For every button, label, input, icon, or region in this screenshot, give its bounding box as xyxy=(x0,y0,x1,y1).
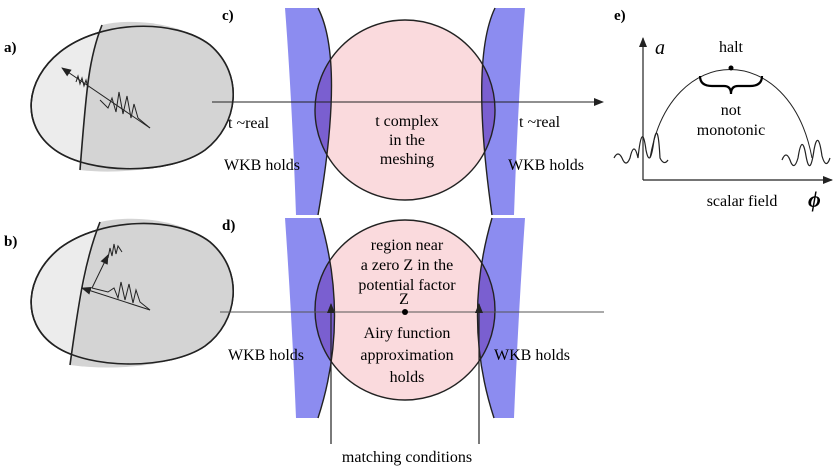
t-real-left-text: t ~real xyxy=(228,115,270,132)
wave-packet-reflected-a xyxy=(75,74,89,89)
panel-d-label: d) xyxy=(222,218,235,234)
t-complex-line-1: t complex xyxy=(375,113,439,130)
t-complex-line-2: in the xyxy=(389,132,425,149)
x-axis-label-phi: ϕ xyxy=(808,187,821,212)
zero-point-z xyxy=(402,309,408,315)
wkb-holds-right-c: WKB holds xyxy=(508,157,584,174)
y-axis-label-a: a xyxy=(655,37,665,59)
wkb-boundary-left-c xyxy=(317,7,333,216)
panel-b-label: b) xyxy=(4,234,17,250)
boundary-curve-b xyxy=(69,221,101,366)
arrow-reflected-b xyxy=(91,254,109,289)
not-monotonic-line-2: monotonic xyxy=(697,122,765,139)
boundary-curve-a xyxy=(79,24,103,171)
wave-packet-left-e xyxy=(613,132,669,164)
panel-e-label: e) xyxy=(614,8,626,24)
wkb-holds-right-d: WKB holds xyxy=(494,347,570,364)
meshing-disk-c xyxy=(315,20,495,200)
wkb-region-right-c xyxy=(481,8,525,215)
region-near-line-3: potential factor xyxy=(358,277,456,294)
x-axis-label-text: scalar field xyxy=(707,193,778,210)
region-near-line-1: region near xyxy=(371,237,444,254)
airy-line-2: approximation xyxy=(360,347,453,364)
wkb-boundary-left-d xyxy=(317,217,336,419)
airy-line-1: Airy function xyxy=(364,325,451,342)
wkb-boundary-right-c xyxy=(481,7,496,216)
panel-c: c) t ~real t complex in the meshing t ~r… xyxy=(212,7,604,216)
wave-packet-reflected-b xyxy=(107,243,123,259)
panel-a-label: a) xyxy=(4,40,17,56)
halt-text: halt xyxy=(719,39,744,56)
wave-packet-right-e xyxy=(781,139,831,167)
wkb-boundary-right-d xyxy=(476,217,495,419)
t-real-right-text: t ~real xyxy=(519,114,561,131)
airy-disk-outline-d xyxy=(314,219,496,401)
wkb-region-left-c xyxy=(285,8,332,215)
panel-d: d) region near a zero Z in the potential… xyxy=(220,217,604,466)
egg-shade-b xyxy=(70,218,234,368)
region-near-line-2: a zero Z in the xyxy=(361,257,453,274)
egg-shade-a xyxy=(80,21,234,172)
arrow-ray-a xyxy=(61,67,151,129)
egg-outline-b xyxy=(30,222,234,365)
wkb-region-right-d xyxy=(477,218,525,418)
wave-packet-incoming-b xyxy=(91,281,151,311)
zero-label-z: Z xyxy=(399,291,409,308)
wkb-holds-left-c: WKB holds xyxy=(224,157,300,174)
airy-line-3: holds xyxy=(390,369,425,386)
panel-a: a) xyxy=(4,21,234,172)
wkb-region-left-d xyxy=(285,218,335,418)
wkb-holds-left-d: WKB holds xyxy=(228,347,304,364)
egg-outline-a xyxy=(30,25,234,170)
panel-c-label: c) xyxy=(222,8,234,24)
t-complex-line-3: meshing xyxy=(380,151,434,168)
turning-point-e xyxy=(728,65,734,71)
panel-b: b) xyxy=(4,218,234,368)
not-monotonic-line-1: not xyxy=(721,102,742,119)
matching-conditions-text: matching conditions xyxy=(342,449,472,466)
meshing-disk-outline-c xyxy=(314,19,496,201)
panel-e: e) a halt not monotonic scalar field ϕ xyxy=(613,8,833,212)
arrow-transmitted-b xyxy=(81,286,151,311)
brace-e xyxy=(698,75,764,95)
